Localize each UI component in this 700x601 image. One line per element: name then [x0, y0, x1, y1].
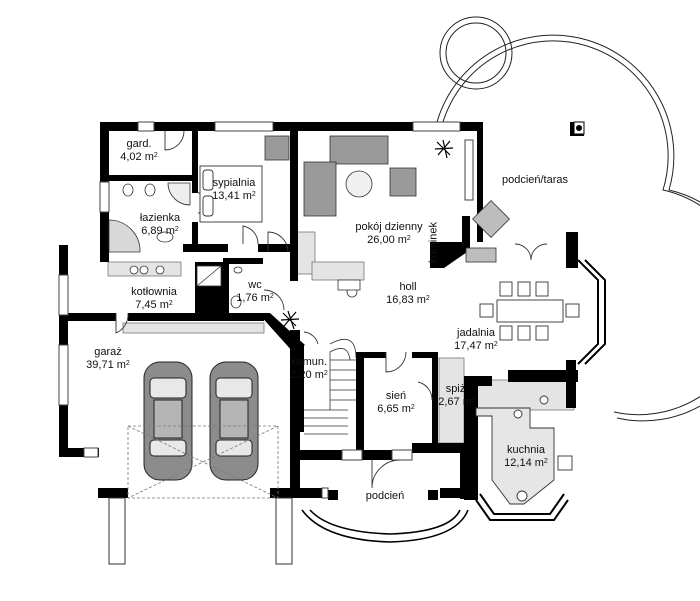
room-label-podcien: podcień [350, 490, 420, 503]
holl-console [337, 279, 361, 298]
room-area: 16,83 [386, 294, 414, 306]
room-name: łazienka [139, 212, 181, 224]
sofa [264, 135, 417, 217]
room-label-spiz: spiż. 2,67 m2 [432, 383, 482, 409]
room-label-sien: sień 6,65 m2 [368, 390, 424, 416]
room-label-kuchnia: kuchnia 12,14 m2 [496, 444, 556, 470]
room-label-wc: wc 1,76 m2 [230, 279, 280, 305]
fireplace-armchair [465, 200, 510, 263]
room-area: 2,67 [438, 396, 460, 408]
room-area: 13,41 [212, 190, 240, 202]
room-name: sypialnia [212, 177, 256, 189]
room-label-pokoj: pokój dzienny 26,00 m2 [344, 221, 434, 247]
car-left [143, 361, 193, 481]
car-right [209, 361, 259, 481]
room-name: pokój dzienny [355, 221, 423, 233]
entrance-bay [301, 509, 469, 543]
windows [58, 121, 474, 499]
boiler-fixtures [129, 265, 222, 287]
room-label-gard: gard. 4,02 m2 [108, 138, 170, 164]
room-name: gard. [126, 138, 152, 150]
kitchen-island [475, 395, 573, 505]
room-label-komun: komun. 2,20 m2 [284, 356, 334, 382]
room-area: 26,00 [367, 234, 395, 246]
room-name: podcień [365, 490, 405, 502]
room-area: 17,47 [454, 340, 482, 352]
room-name: garaż [94, 346, 122, 358]
room-name: wc [248, 279, 262, 291]
walls [59, 122, 584, 500]
garage-door-outline [127, 425, 279, 499]
room-name: kuchnia [507, 444, 545, 456]
stairs [304, 339, 357, 435]
plant-icon [280, 139, 454, 330]
bed [199, 165, 263, 223]
dining-table [479, 281, 580, 341]
terrace-post [573, 121, 585, 135]
room-area: 39,71 [86, 359, 114, 371]
room-label-garaz: garaż 39,71 m2 [78, 346, 138, 372]
bathroom-fixtures [108, 182, 243, 309]
garage-frame [108, 497, 293, 565]
terrace-arc [436, 16, 700, 422]
room-area: 6,89 [141, 225, 163, 237]
room-name: sień [385, 390, 407, 402]
coffee-table [345, 170, 373, 198]
room-label-kotlownia: kotłownia 7,45 m2 [122, 286, 186, 312]
room-label-lazienka: łazienka 6,89 m2 [130, 212, 190, 238]
room-area: 1,76 [236, 292, 258, 304]
room-name: spiż. [445, 383, 469, 395]
room-label-sypialnia: sypialnia 13,41 m2 [204, 177, 264, 203]
room-area: 7,45 [135, 299, 157, 311]
room-label-jadalnia: jadalnia 17,47 m2 [446, 327, 506, 353]
room-area: 4,02 [120, 151, 142, 163]
room-area: 12,14 [504, 457, 532, 469]
room-name: komun. [290, 356, 328, 368]
kitchen-bay [475, 259, 606, 521]
room-name: podcień/taras [501, 174, 569, 186]
room-label-holl: holl 16,83 m2 [376, 281, 440, 307]
room-name: kominek [427, 222, 440, 263]
room-area: 2,20 [290, 369, 312, 381]
room-label-kominek: kominek [428, 215, 441, 271]
room-name: kotłownia [131, 286, 177, 298]
room-label-podcien-taras: podcień/taras [490, 174, 580, 187]
entrance-columns [328, 490, 438, 500]
room-name: holl [399, 281, 417, 293]
room-name: jadalnia [457, 327, 495, 339]
room-area: 6,65 [377, 403, 399, 415]
